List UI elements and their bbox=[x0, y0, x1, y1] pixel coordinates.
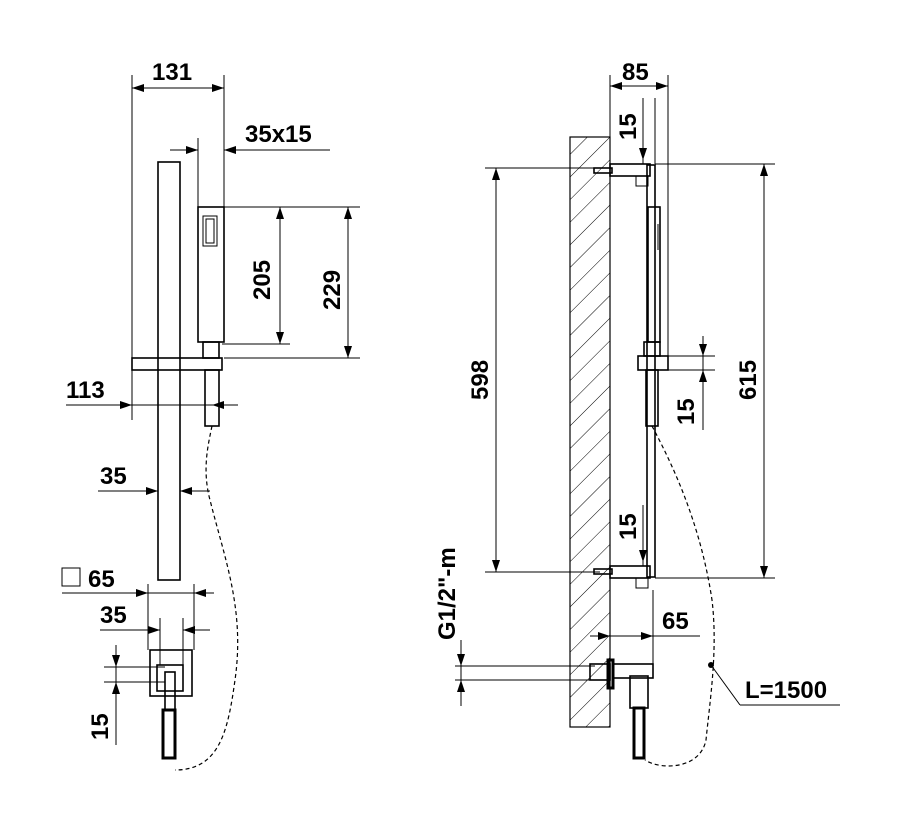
outlet-connector bbox=[589, 663, 611, 681]
dim-bottom-bracket: 15 bbox=[615, 513, 642, 540]
dim-bracket-span: 598 bbox=[467, 360, 494, 400]
holder-slider bbox=[131, 357, 223, 371]
holder-stem bbox=[204, 369, 220, 427]
slide-bar-side bbox=[646, 164, 656, 578]
left-view: 131 35x15 205 229 113 35 bbox=[61, 59, 360, 771]
connector-pipe bbox=[161, 708, 177, 760]
dim-hose-length: L=1500 bbox=[745, 677, 827, 704]
dim-outlet-projection: 65 bbox=[662, 608, 689, 635]
wall-section bbox=[569, 136, 611, 728]
bottom-bracket bbox=[609, 565, 651, 579]
right-view: 85 15 598 615 15 15 bbox=[434, 59, 840, 767]
hand-shower-head bbox=[197, 206, 225, 343]
holder-side bbox=[637, 355, 669, 371]
square-symbol bbox=[61, 567, 81, 587]
dim-handle-length: 205 bbox=[249, 260, 276, 300]
slide-bar bbox=[157, 161, 181, 581]
dim-connector-depth: 15 bbox=[87, 713, 114, 740]
hand-shower-joint bbox=[202, 341, 220, 359]
hand-shower-nozzles bbox=[202, 215, 218, 247]
dim-square-plate: 65 bbox=[88, 566, 115, 593]
dim-top-bracket: 15 bbox=[615, 113, 642, 140]
dim-connector-width: 35 bbox=[100, 602, 127, 629]
dim-width: 131 bbox=[152, 59, 192, 86]
connector-inner bbox=[156, 664, 184, 692]
top-bracket bbox=[609, 163, 651, 177]
hose bbox=[174, 425, 239, 771]
dim-thread: G1/2"-m bbox=[434, 547, 461, 640]
dim-handle-section: 35x15 bbox=[245, 121, 312, 148]
dim-holder-height: 15 bbox=[673, 398, 700, 425]
dim-handle-total: 229 bbox=[319, 270, 346, 310]
dim-bar-width: 35 bbox=[100, 463, 127, 490]
hose-side bbox=[644, 425, 715, 767]
dim-holder-offset: 113 bbox=[66, 377, 105, 404]
dim-depth: 85 bbox=[622, 59, 649, 86]
dim-total-height: 615 bbox=[735, 360, 762, 400]
connector-plate bbox=[149, 649, 193, 697]
